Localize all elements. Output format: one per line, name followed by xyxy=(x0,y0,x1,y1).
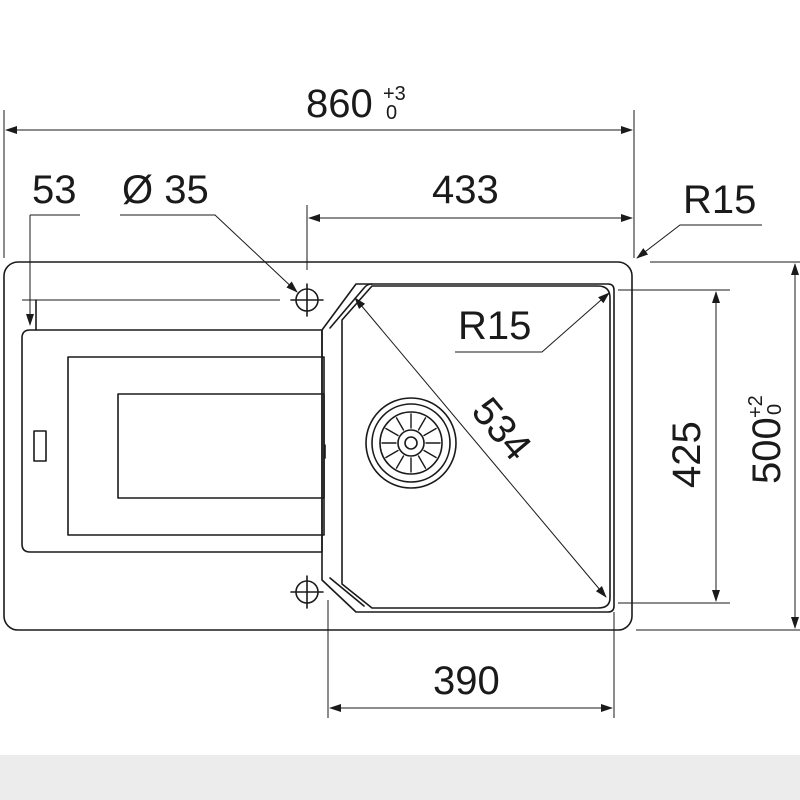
svg-text:500: 500 xyxy=(745,417,789,484)
dim-r15-bowl-label: R15 xyxy=(458,304,531,348)
bowl-lip xyxy=(329,283,373,607)
svg-text:+2: +2 xyxy=(745,395,767,418)
bowl-ledge xyxy=(321,283,615,613)
dim-860-label: 860 +3 0 xyxy=(306,82,406,126)
dim-534-label: 534 xyxy=(463,390,540,469)
strainer-inner xyxy=(397,429,425,457)
dim-500-label: 500 +2 0 xyxy=(745,395,789,484)
dim-433-label: 433 xyxy=(432,168,499,212)
svg-text:+3: +3 xyxy=(383,83,406,105)
dim-r15-outer-leader xyxy=(636,224,762,259)
strainer-hub xyxy=(404,436,418,450)
dim-534-line xyxy=(354,297,607,598)
svg-text:860: 860 xyxy=(306,82,373,126)
footer-band xyxy=(0,755,800,800)
drainer-groove-inner xyxy=(117,393,325,499)
tap-hole-top xyxy=(290,283,324,317)
svg-text:0: 0 xyxy=(764,404,786,415)
tap-hole-bottom xyxy=(290,575,324,609)
dim-53-label: 53 xyxy=(32,168,77,212)
bowl-outline xyxy=(341,285,611,609)
dim-425-label: 425 xyxy=(665,421,709,488)
strainer-slots xyxy=(381,413,441,473)
dim-r15-outer-label: R15 xyxy=(683,178,756,222)
drainer-outline xyxy=(21,329,323,553)
dim-diam-label: Ø 35 xyxy=(122,168,209,212)
dim-diam-leader xyxy=(120,214,298,293)
drain-slot xyxy=(33,430,47,462)
sink-outline xyxy=(3,261,633,631)
dim-390-label: 390 xyxy=(433,659,500,703)
svg-text:0: 0 xyxy=(386,102,397,124)
drainer-groove-outer xyxy=(67,356,325,536)
